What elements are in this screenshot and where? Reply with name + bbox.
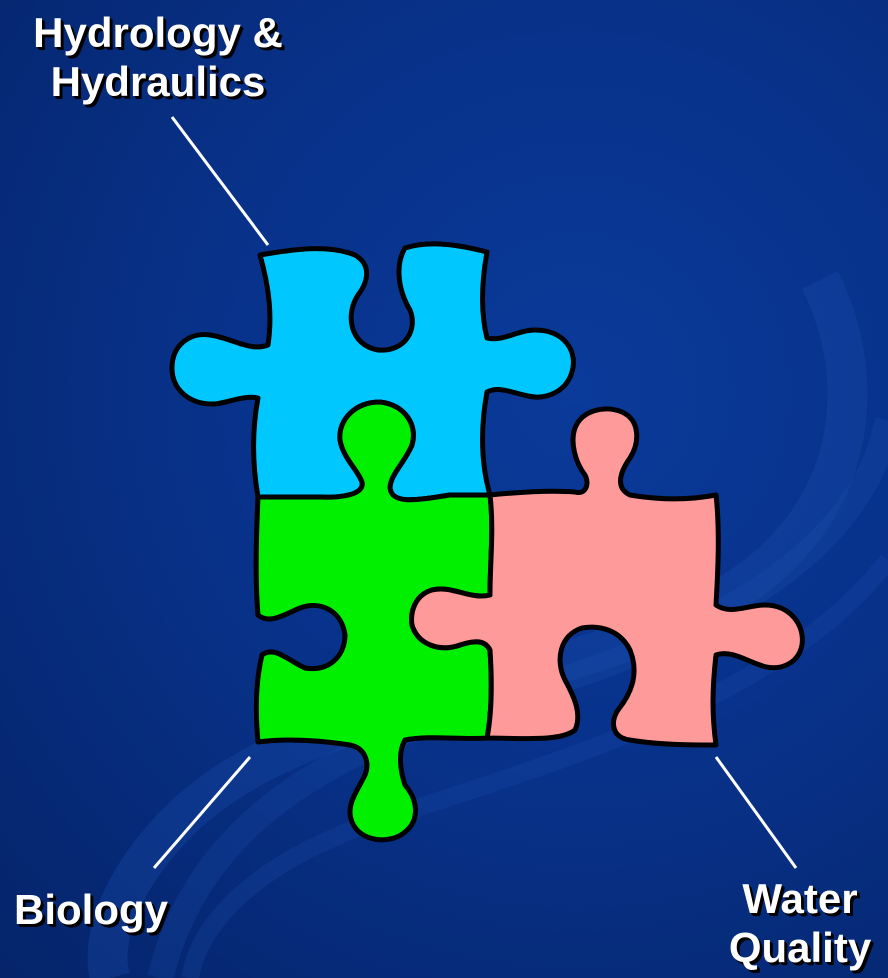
biology-label: Biology: [14, 885, 168, 934]
water-quality-label: Water Quality: [700, 874, 888, 972]
hydrology-connector-line: [172, 117, 268, 245]
hydrology-label-line1: Hydrology &: [8, 8, 308, 57]
water-label-line1: Water: [700, 874, 888, 923]
hydrology-hydraulics-label: Hydrology & Hydraulics: [8, 8, 308, 106]
water-quality-connector-line: [716, 757, 796, 868]
water-label-line2: Quality: [700, 923, 888, 972]
biology-connector-line: [154, 757, 250, 868]
biology-label-text: Biology: [14, 885, 168, 934]
hydrology-label-line2: Hydraulics: [8, 57, 308, 106]
